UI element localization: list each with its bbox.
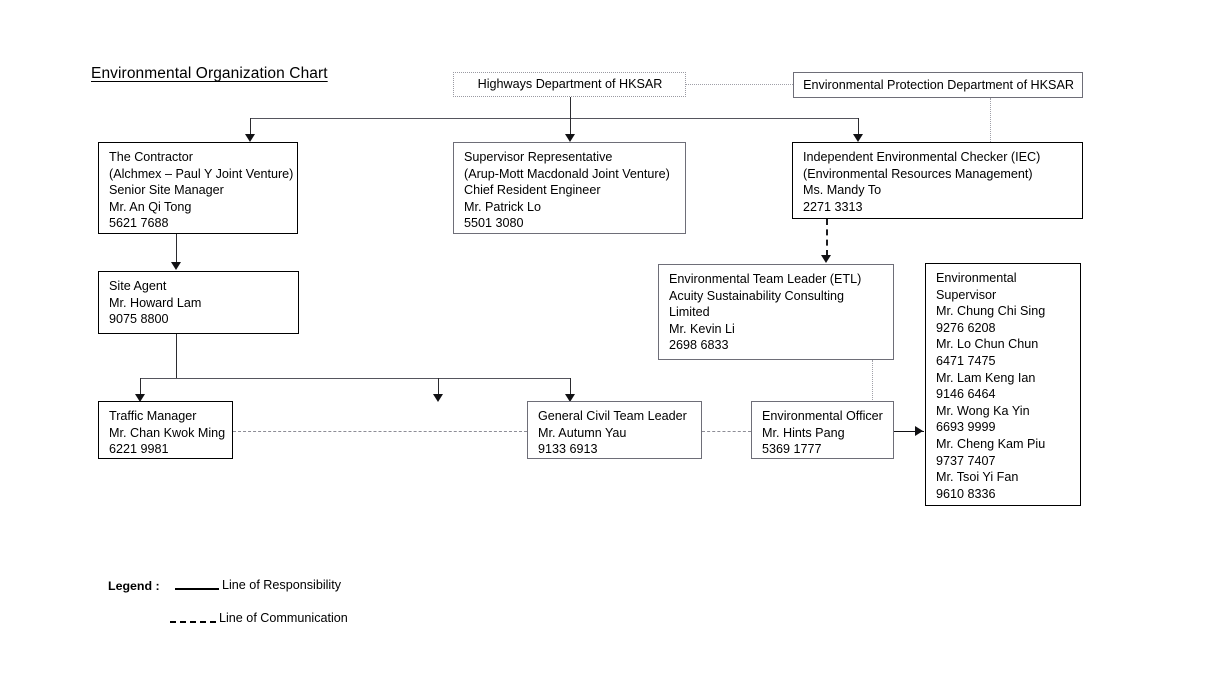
node-traffic-manager-line-2: Mr. Chan Kwok Ming — [109, 425, 226, 440]
connector-bus-to-general-civil — [438, 378, 439, 396]
connector-contractor-to-site-agent — [176, 234, 177, 265]
legend-responsibility-text: Line of Responsibility — [222, 578, 342, 592]
node-environmental-supervisor-line-10: 6693 9999 — [936, 420, 996, 435]
legend-dashed-line-sample — [170, 621, 216, 623]
arrowhead-general-civil — [433, 394, 443, 402]
node-environmental-supervisor-line-3: Mr. Chung Chi Sing — [936, 304, 1046, 319]
node-etl-line-2: Acuity Sustainability Consulting — [669, 288, 845, 303]
node-general-civil-team-leader-line-2: Mr. Autumn Yau — [538, 425, 627, 440]
connector-bus-to-iec — [858, 118, 859, 136]
arrowhead-traffic-manager — [135, 394, 145, 402]
node-highways-department[interactable]: Highways Department of HKSAR — [453, 72, 686, 97]
node-supervisor-representative-line-4: Mr. Patrick Lo — [464, 199, 541, 214]
node-traffic-manager-line-3: 6221 9981 — [109, 442, 169, 457]
node-traffic-manager-line-1: Traffic Manager — [109, 409, 197, 423]
connector-general-civil-to-env-officer — [702, 431, 751, 432]
connector-bus-to-supervisor-rep — [570, 118, 571, 136]
node-supervisor-representative-line-3: Chief Resident Engineer — [464, 183, 601, 198]
node-epd[interactable]: Environmental Protection Department of H… — [793, 72, 1083, 98]
arrowhead-env-supervisor — [915, 426, 923, 436]
node-iec[interactable]: Independent Environmental Checker (IEC) … — [792, 142, 1083, 219]
node-environmental-supervisor-line-9: Mr. Wong Ka Yin — [936, 403, 1030, 418]
node-environmental-supervisor[interactable]: Environmental Supervisor Mr. Chung Chi S… — [925, 263, 1081, 506]
arrowhead-supervisor-rep — [565, 134, 575, 142]
arrowhead-iec — [853, 134, 863, 142]
node-iec-line-3: Ms. Mandy To — [803, 183, 882, 198]
node-supervisor-representative-line-5: 5501 3080 — [464, 216, 524, 231]
node-supervisor-representative-line-2: (Arup-Mott Macdonald Joint Venture) — [464, 166, 670, 181]
arrowhead-env-officer — [565, 394, 575, 402]
node-iec-line-1: Independent Environmental Checker (IEC) — [803, 150, 1041, 164]
node-environmental-supervisor-line-12: 9737 7407 — [936, 453, 996, 468]
node-contractor-line-2: (Alchmex – Paul Y Joint Venture) — [109, 166, 294, 181]
node-environmental-supervisor-line-4: 9276 6208 — [936, 320, 996, 335]
node-environmental-supervisor-line-14: 9610 8336 — [936, 486, 996, 501]
legend-label: Legend : — [108, 579, 160, 593]
connector-epd-to-iec — [990, 98, 991, 144]
arrowhead-site-agent — [171, 262, 181, 270]
node-iec-line-4: 2271 3313 — [803, 199, 863, 214]
legend-solid-line-sample — [175, 588, 219, 590]
node-environmental-supervisor-line-8: 9146 6464 — [936, 387, 996, 402]
node-environmental-supervisor-line-7: Mr. Lam Keng Ian — [936, 370, 1036, 385]
connector-site-agent-stem — [176, 334, 177, 378]
connector-iec-to-etl — [826, 219, 828, 256]
node-environmental-supervisor-line-2: Supervisor — [936, 287, 997, 302]
node-site-agent[interactable]: Site Agent Mr. Howard Lam 9075 8800 — [98, 271, 299, 334]
node-supervisor-representative-line-1: Supervisor Representative — [464, 150, 613, 164]
node-supervisor-representative[interactable]: Supervisor Representative (Arup-Mott Mac… — [453, 142, 686, 234]
connector-traffic-to-general-civil — [233, 431, 527, 432]
node-site-agent-line-2: Mr. Howard Lam — [109, 295, 202, 310]
node-environmental-officer[interactable]: Environmental Officer Mr. Hints Pang 536… — [751, 401, 894, 459]
node-contractor-line-4: Mr. An Qi Tong — [109, 199, 192, 214]
connector-env-officer-to-env-supervisor — [894, 431, 924, 432]
node-etl[interactable]: Environmental Team Leader (ETL) Acuity S… — [658, 264, 894, 360]
node-site-agent-line-3: 9075 8800 — [109, 312, 169, 327]
node-environmental-supervisor-line-5: Mr. Lo Chun Chun — [936, 337, 1039, 352]
node-etl-line-1: Environmental Team Leader (ETL) — [669, 272, 862, 286]
connector-highways-stem — [570, 97, 571, 119]
node-environmental-supervisor-line-13: Mr. Tsoi Yi Fan — [936, 470, 1019, 485]
page-title: Environmental Organization Chart — [91, 65, 328, 82]
node-traffic-manager[interactable]: Traffic Manager Mr. Chan Kwok Ming 6221 … — [98, 401, 233, 459]
connector-bus-to-contractor — [250, 118, 251, 136]
node-general-civil-team-leader[interactable]: General Civil Team Leader Mr. Autumn Yau… — [527, 401, 702, 459]
node-iec-line-2: (Environmental Resources Management) — [803, 166, 1033, 181]
node-etl-line-3: Limited — [669, 305, 710, 320]
node-contractor[interactable]: The Contractor (Alchmex – Paul Y Joint V… — [98, 142, 298, 234]
node-contractor-line-3: Senior Site Manager — [109, 183, 224, 198]
connector-top-bus — [250, 118, 859, 119]
legend-communication-text: Line of Communication — [219, 611, 348, 625]
node-environmental-supervisor-line-1: Environmental — [936, 271, 1017, 285]
connector-bus-to-traffic-manager — [140, 378, 141, 396]
node-environmental-officer-line-1: Environmental Officer — [762, 409, 883, 423]
node-highways-department-label: Highways Department of HKSAR — [477, 77, 663, 92]
connector-bottom-bus — [140, 378, 570, 379]
connector-bus-to-env-officer — [570, 378, 571, 396]
node-contractor-line-5: 5621 7688 — [109, 216, 169, 231]
node-environmental-officer-line-3: 5369 1777 — [762, 442, 822, 457]
node-etl-line-5: 2698 6833 — [669, 338, 729, 353]
connector-etl-to-env-officer — [872, 360, 873, 400]
node-environmental-supervisor-line-6: 6471 7475 — [936, 353, 996, 368]
node-epd-label: Environmental Protection Department of H… — [803, 77, 1074, 92]
node-environmental-supervisor-line-11: Mr. Cheng Kam Piu — [936, 436, 1046, 451]
node-contractor-line-1: The Contractor — [109, 150, 193, 164]
node-general-civil-team-leader-line-1: General Civil Team Leader — [538, 409, 687, 423]
arrowhead-contractor — [245, 134, 255, 142]
node-site-agent-line-1: Site Agent — [109, 279, 167, 293]
node-environmental-officer-line-2: Mr. Hints Pang — [762, 425, 845, 440]
node-etl-line-4: Mr. Kevin Li — [669, 321, 735, 336]
connector-highways-epd — [686, 84, 793, 85]
arrowhead-etl — [821, 255, 831, 263]
node-general-civil-team-leader-line-3: 9133 6913 — [538, 442, 598, 457]
